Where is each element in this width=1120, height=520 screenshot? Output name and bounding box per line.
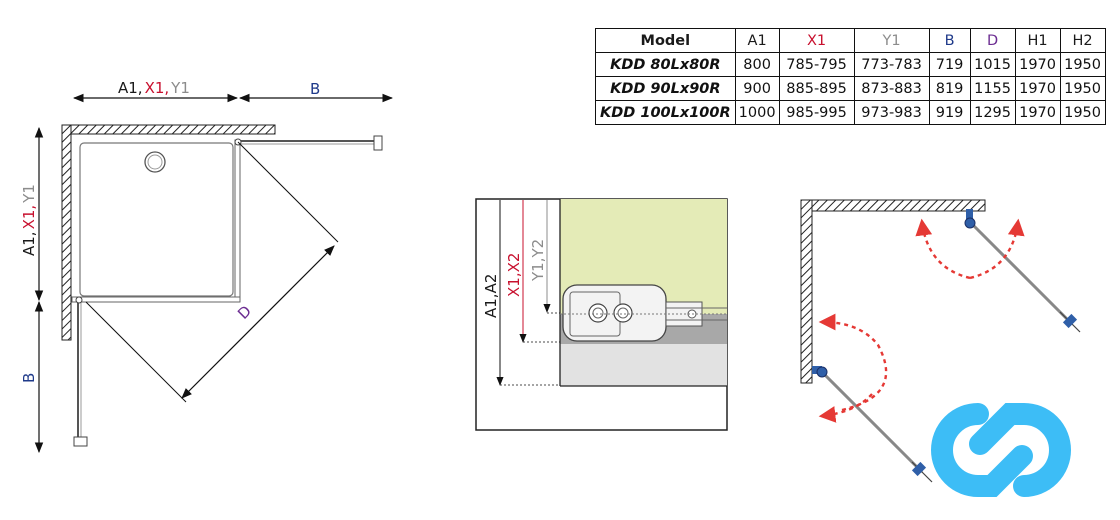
dim-label-diagonal: D	[234, 302, 255, 323]
table-cell: 973-983	[853, 100, 930, 125]
header-model: Model	[595, 28, 736, 53]
table-cell: 1015	[969, 52, 1016, 77]
header-h2: H2	[1059, 28, 1106, 53]
wall-left	[61, 124, 72, 341]
swing-door-lower	[820, 370, 924, 474]
plan-view: A1,X1,Y1 B A1,X1,Y1 B	[20, 79, 394, 454]
table-cell: 873-883	[853, 76, 930, 101]
fixed-panel-right	[234, 139, 241, 301]
detail-label-x: X1,X2	[505, 253, 523, 297]
header-h1: H1	[1014, 28, 1061, 53]
hinge-upper-icon	[964, 217, 976, 229]
table-cell: 1970	[1014, 52, 1061, 77]
table-cell: 785-795	[778, 52, 855, 77]
dim-label-top-b: B	[310, 80, 320, 98]
detail-label-a: A1,A2	[482, 274, 500, 318]
drain-inner-icon	[147, 154, 163, 170]
dim-line-diagonal	[181, 245, 335, 399]
dim-label-left: A1,X1,Y1	[20, 184, 38, 256]
table-cell-model: KDD 80Lx80R	[595, 52, 736, 77]
table-cell: 885-895	[778, 76, 855, 101]
header-x1: X1	[778, 28, 855, 53]
door-handle-right	[373, 135, 383, 151]
floor-band	[560, 344, 727, 386]
table-cell: 1000	[734, 100, 780, 125]
detail-view: A1,A2 X1,X2 Y1,Y2	[475, 198, 728, 431]
table-cell: 1950	[1059, 52, 1106, 77]
table-cell-model: KDD 100Lx100R	[595, 100, 736, 125]
table-cell: 1155	[969, 76, 1016, 101]
hinge-screw-1-icon	[588, 303, 608, 323]
wall-top	[61, 124, 276, 135]
table-cell: 773-783	[853, 52, 930, 77]
table-cell: 900	[734, 76, 780, 101]
table-cell: 1950	[1059, 76, 1106, 101]
handle-lower-icon	[911, 461, 927, 477]
dim-label-top: A1,X1,Y1	[118, 79, 190, 97]
table-cell: 1970	[1014, 76, 1061, 101]
detail-label-y: Y1,Y2	[529, 239, 547, 282]
swing-arc-upper-left	[915, 218, 971, 280]
table-cell-model: KDD 90Lx90R	[595, 76, 736, 101]
hinge-bottom-icon	[75, 296, 83, 304]
swing-view	[800, 199, 1081, 483]
swing-arc-lower	[818, 313, 888, 412]
swing-wall-top	[800, 199, 986, 212]
header-b: B	[928, 28, 971, 53]
table-cell: 1295	[969, 100, 1016, 125]
table-cell: 819	[928, 76, 971, 101]
table-header-row: Model A1 X1 Y1 B D H1 H2	[595, 28, 1106, 53]
header-y1: Y1	[853, 28, 930, 53]
table-cell: 985-995	[778, 100, 855, 125]
table-cell: 919	[928, 100, 971, 125]
table-cell: 1970	[1014, 100, 1061, 125]
table-cell: 800	[734, 52, 780, 77]
hinge-screw-2-icon	[613, 303, 633, 323]
hinge-lower-icon	[816, 366, 828, 378]
watermark-logo	[931, 403, 1071, 497]
swing-wall-left	[800, 199, 813, 384]
dim-label-left-b: B	[20, 373, 38, 383]
fixed-panel-bottom	[71, 296, 241, 303]
table-cell: 719	[928, 52, 971, 77]
header-d: D	[969, 28, 1016, 53]
swing-door-upper	[968, 220, 1074, 326]
handle-upper-icon	[1062, 313, 1078, 329]
table-cell: 1950	[1059, 100, 1106, 125]
swing-arc-upper-right	[969, 218, 1025, 280]
swing-arc-lower-tip	[818, 393, 873, 423]
header-a1: A1	[734, 28, 780, 53]
door-handle-left	[73, 436, 88, 447]
